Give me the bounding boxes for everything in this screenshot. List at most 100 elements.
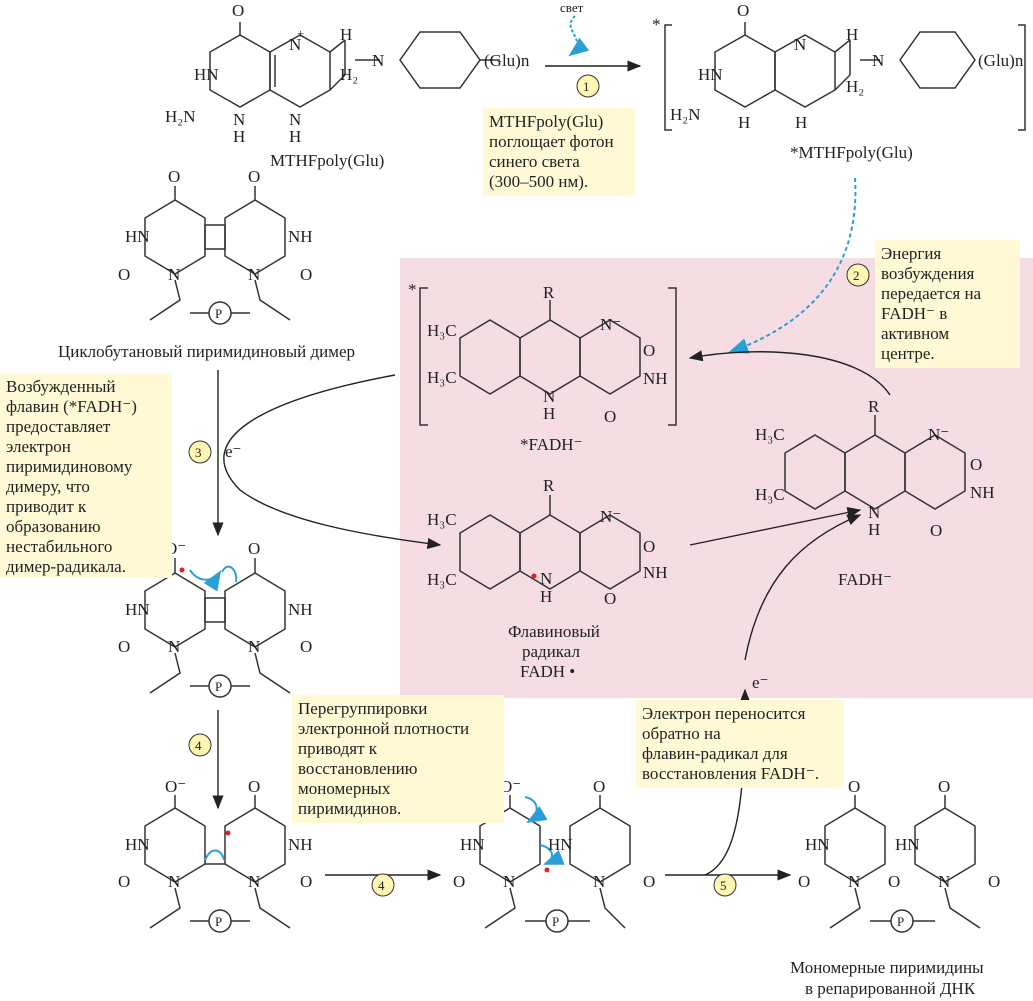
- mono-o1: O: [848, 777, 860, 796]
- radical-o1: O: [643, 537, 655, 556]
- int2-p: P: [552, 914, 559, 929]
- radical-r: R: [543, 476, 555, 495]
- step4-num-b: 4: [378, 878, 385, 893]
- fadh-star-o1: O: [643, 341, 655, 360]
- dimer-radical-hn: HN: [125, 600, 150, 619]
- int1-o1: O⁻: [165, 777, 186, 796]
- int1-o2: O: [248, 777, 260, 796]
- dimer-hn: HN: [125, 227, 150, 246]
- photon-arrow: [568, 15, 590, 57]
- fadh-star-n5: N: [543, 387, 555, 406]
- fadh-star-mark: *: [408, 280, 417, 299]
- dimer-o4: O: [300, 265, 312, 284]
- step1-num: 1: [583, 79, 590, 94]
- mthf-star-o: O: [737, 1, 749, 20]
- fadh-bracket-right: [668, 287, 677, 426]
- dimer-radical-o2: O: [248, 539, 260, 558]
- dimer-nh: NH: [288, 227, 313, 246]
- mthf-star-n5: N: [794, 35, 806, 54]
- fadh-star-label: *FADH⁻: [520, 435, 583, 454]
- step4-num-a: 4: [195, 738, 202, 753]
- mthf-star-mark: *: [652, 15, 661, 34]
- mthf-n10: N: [372, 51, 384, 70]
- mthf-glu: (Glu)n: [484, 51, 530, 70]
- dimer-radical-p: P: [215, 679, 222, 694]
- dimer-o2: O: [248, 167, 260, 186]
- mono-n2: N: [938, 872, 950, 891]
- electron-label-2: e⁻: [752, 673, 769, 692]
- fadh-star-n: N⁻: [600, 315, 621, 334]
- int2-o4: O: [643, 872, 655, 891]
- int2-o2: O: [593, 777, 605, 796]
- mthf-n8: N: [289, 110, 301, 129]
- mono-hn1: HN: [805, 835, 830, 854]
- dimer-radical-o4: O: [300, 637, 312, 656]
- mono-o3: O: [798, 872, 810, 891]
- int2-n2: N: [593, 872, 605, 891]
- radical-label-1: Флавиновый: [508, 622, 600, 641]
- radical-push-2: [221, 565, 238, 583]
- electron-transfer-curve: [223, 374, 442, 549]
- fadh-star-r: R: [543, 283, 555, 302]
- radical-n: N⁻: [600, 507, 621, 526]
- dimer-radical-o3: O: [118, 637, 130, 656]
- mthf-n8h: H: [289, 127, 301, 146]
- intermediate-1-structure: [144, 795, 291, 933]
- energy-transfer-arrow: [728, 177, 857, 354]
- fadh-star-ch3b: H₃C: [427, 368, 457, 387]
- light-label: свет: [560, 0, 584, 15]
- step5-num: 5: [720, 878, 727, 893]
- int2-o1: O⁻: [500, 777, 521, 796]
- mthf-star-structure: [714, 22, 976, 108]
- dimer-n1: N: [168, 265, 180, 284]
- mthf-plus: +: [297, 26, 304, 41]
- mthf-h2n: H₂N: [165, 107, 195, 126]
- dimer-o1: O: [168, 167, 180, 186]
- fadh-bracket-left: [419, 287, 428, 426]
- radical-n5: N: [540, 569, 552, 588]
- fadh-star-h: H: [543, 404, 555, 423]
- fadh-structure: [784, 415, 966, 510]
- mthf-h1: N: [233, 110, 245, 129]
- radical-label-2: радикал: [522, 642, 580, 661]
- mthf-ch: H: [340, 25, 352, 44]
- mthf-star-glu: (Glu)n: [978, 51, 1024, 70]
- intermediate-dot: [225, 830, 231, 836]
- fadh-h: H: [868, 520, 880, 539]
- step5-badge: [713, 873, 737, 897]
- int1-nh: NH: [288, 835, 313, 854]
- monomers-structure: [824, 795, 981, 933]
- fadh-r: R: [868, 397, 880, 416]
- fadh-o1: O: [970, 455, 982, 474]
- int1-n1: N: [168, 872, 180, 891]
- int1-n2: N: [248, 872, 260, 891]
- intermediate-2-structure: [479, 795, 631, 933]
- dimer-radical-n1: N: [168, 637, 180, 656]
- dimer-structure: [144, 186, 291, 325]
- step4-badge-b: [371, 873, 395, 897]
- radical-nh: NH: [643, 563, 668, 582]
- fadh-n: N⁻: [928, 425, 949, 444]
- int1-p: P: [215, 914, 222, 929]
- int2-push-2: [539, 844, 565, 865]
- int2-dot: [544, 867, 550, 873]
- mthf-ch2: H₂: [340, 65, 358, 84]
- radical-to-fadh-arrow: [689, 507, 862, 546]
- mono-o2: O: [938, 777, 950, 796]
- step3-badge: [188, 440, 212, 464]
- step2-num: 2: [853, 268, 860, 283]
- step1-badge: [576, 74, 600, 98]
- fadh-o2: O: [930, 521, 942, 540]
- dimer-radical-n2: N: [248, 637, 260, 656]
- mthf-h1b: H: [233, 127, 245, 146]
- int2-o3: O: [453, 872, 465, 891]
- int1-hn: HN: [125, 835, 150, 854]
- step3-num: 3: [195, 445, 202, 460]
- electron-to-fadh-arrow: [744, 514, 862, 661]
- step2-badge: [846, 263, 870, 287]
- flavin-radical-structure: [459, 495, 641, 590]
